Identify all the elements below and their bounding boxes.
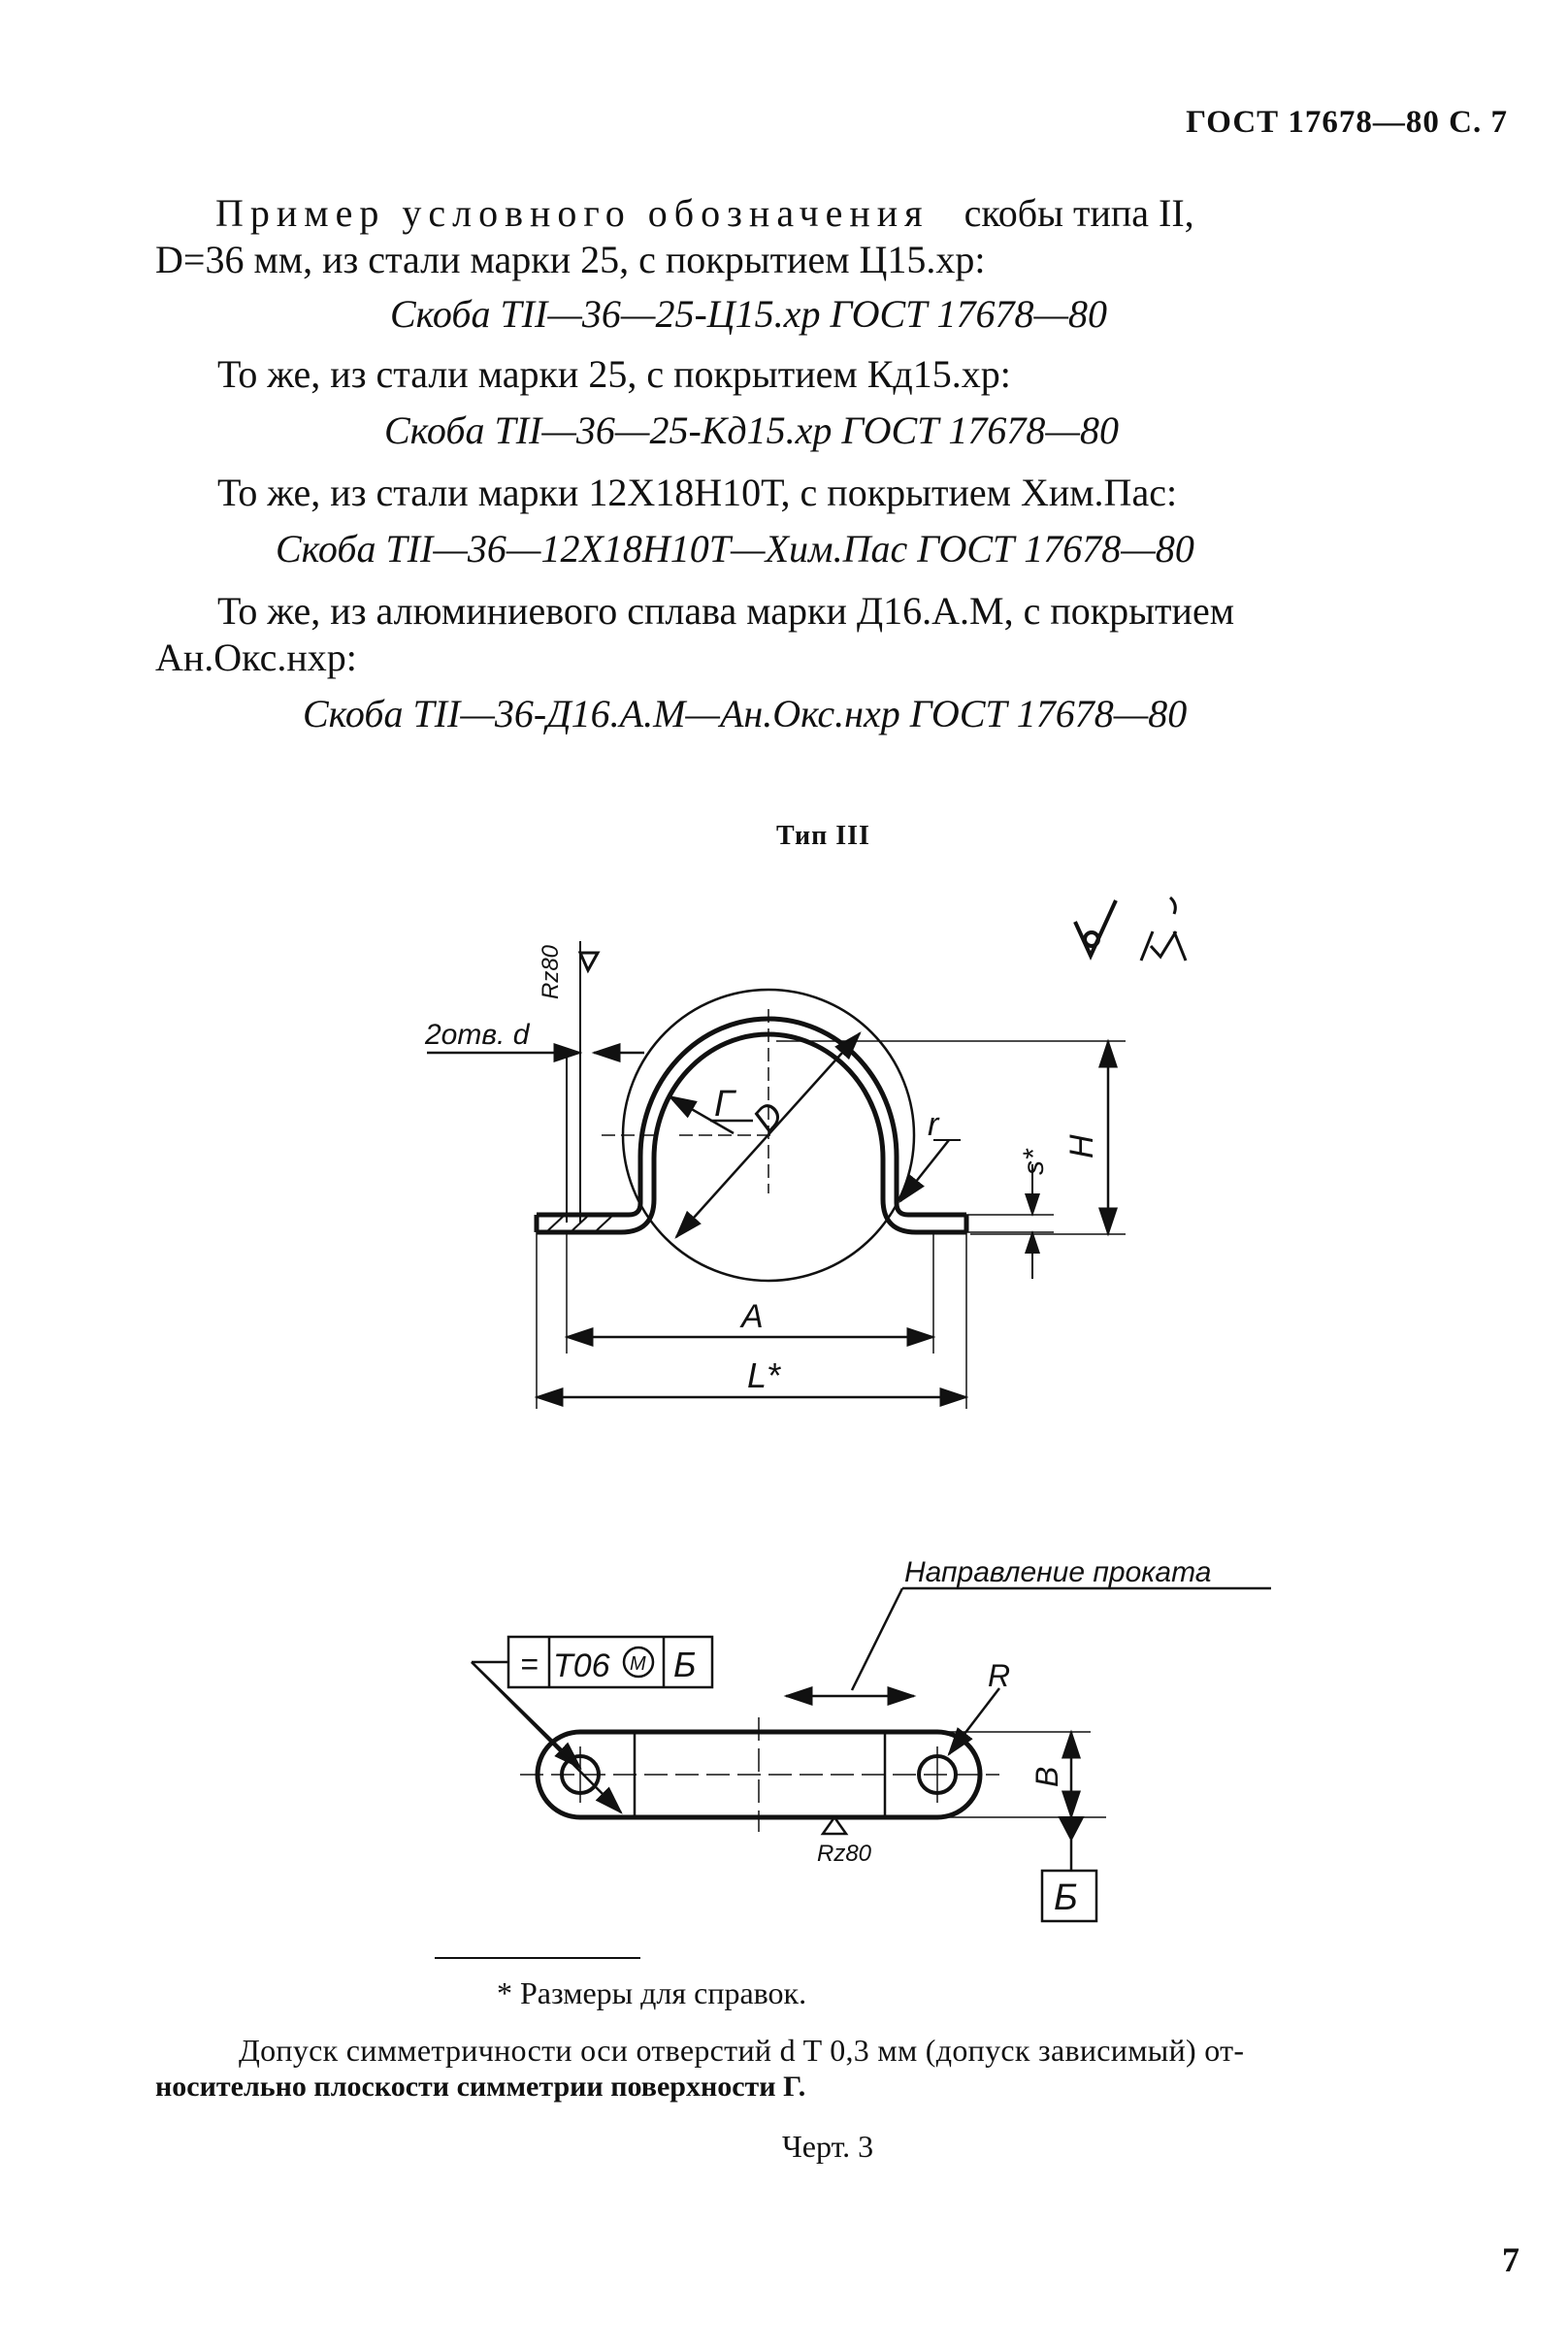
designation-3: Скоба TII—36—12Х18Н10Т—Хим.Пас ГОСТ 1767…	[276, 527, 1194, 571]
intro-rest-text: скобы типа II,	[964, 191, 1194, 235]
roughness-bottom-text: Rz80	[817, 1841, 872, 1867]
roughness-bottom-icon	[820, 1814, 849, 1836]
bracket-profile	[534, 988, 969, 1283]
dim-B-label: B	[1029, 1767, 1064, 1787]
surface-label: Г	[714, 1084, 737, 1125]
datum-label: Б	[1054, 1877, 1078, 1918]
roughness-left-text: Rz80	[538, 944, 564, 999]
dim-D-label: D	[744, 1094, 791, 1140]
dim-s-label: s*	[1018, 1148, 1050, 1175]
figure-type-label: Тип III	[776, 821, 870, 851]
intro-spaced-text: Пример условного обозначения	[215, 191, 930, 235]
reference-dimensions-note: * Размеры для справок.	[497, 1975, 807, 2010]
datum-box	[1040, 1869, 1098, 1923]
drawing-caption: Черт. 3	[782, 2129, 874, 2164]
designation-1: Скоба TII—36—25-Ц15.хр ГОСТ 17678—80	[390, 292, 1108, 336]
intro-line-1: Пример условного обозначения скобы типа …	[215, 190, 1194, 237]
tolerance-note-line-1: Допуск симметричности оси отверстий d T …	[239, 2033, 1245, 2068]
intro-line-2: D=36 мм, из стали марки 25, с покрытием …	[155, 238, 986, 281]
roughness-left-icon	[577, 951, 601, 974]
tolerance-datum-ref: Б	[673, 1645, 696, 1684]
holes-label: 2отв. d	[424, 1019, 531, 1051]
dim-H-label: H	[1063, 1134, 1100, 1158]
tolerance-symbol: =	[520, 1647, 539, 1681]
same-as-4-line-2: Ан.Окс.нхр:	[155, 636, 357, 679]
dim-R-label: R	[988, 1658, 1010, 1693]
designation-2: Скоба TII—36—25-Кд15.хр ГОСТ 17678—80	[384, 408, 1119, 452]
tolerance-modifier: M	[630, 1653, 646, 1675]
page-number: 7	[1502, 2240, 1519, 2279]
strip-plan-view	[520, 1717, 999, 1832]
tolerance-value: T06	[553, 1648, 610, 1684]
rolling-direction-label: Направление проката	[904, 1556, 1211, 1588]
same-as-3: То же, из стали марки 12Х18Н10Т, с покры…	[217, 471, 1178, 514]
dim-L-label: L*	[747, 1355, 781, 1395]
page-header: ГОСТ 17678—80 С. 7	[1186, 105, 1508, 140]
dim-r-label: r	[928, 1106, 940, 1143]
dim-A-label: A	[739, 1298, 764, 1335]
same-as-4-line-1: То же, из алюминиевого сплава марки Д16.…	[217, 589, 1235, 633]
designation-4: Скоба TII—36-Д16.А.М—Ан.Окс.нхр ГОСТ 176…	[303, 692, 1188, 735]
tolerance-note-line-2: носительно плоскости симметрии поверхнос…	[155, 2071, 806, 2103]
general-roughness-icon	[1073, 896, 1188, 962]
same-as-2: То же, из стали марки 25, с покрытием Кд…	[217, 352, 1011, 396]
